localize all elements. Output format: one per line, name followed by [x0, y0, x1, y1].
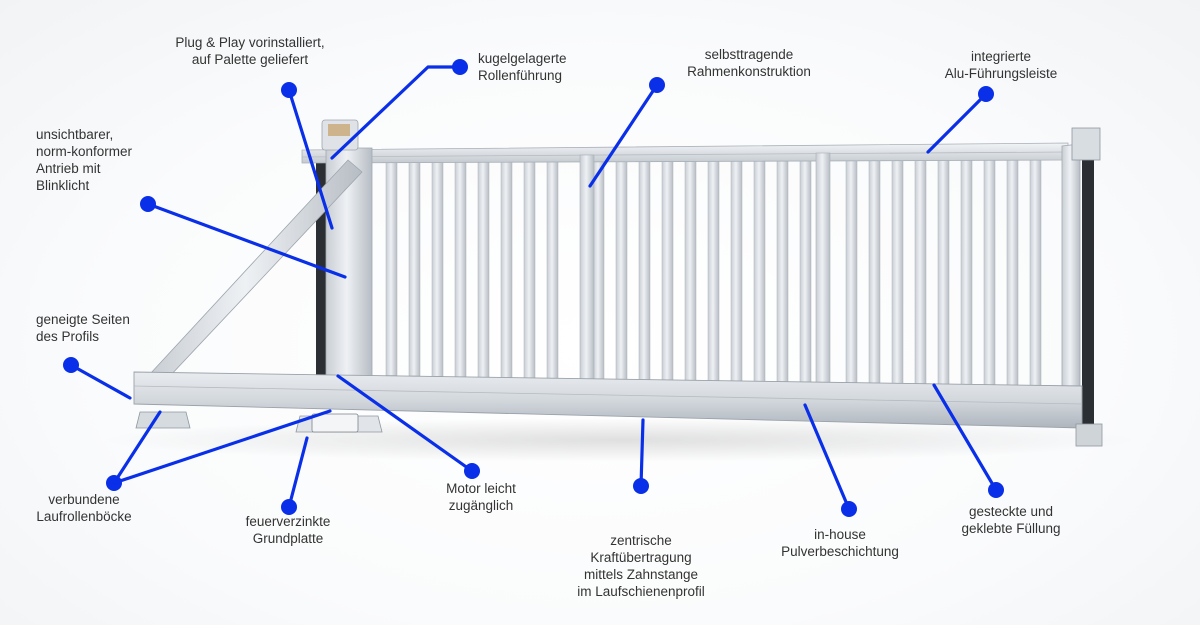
callout-motor: Motor leicht zugänglich	[446, 481, 516, 513]
callout-kugelgelagerte: kugelgelagerte Rollenführung	[478, 51, 567, 83]
leader-verbundene-1-line	[112, 410, 162, 485]
infill-bar	[960, 158, 973, 387]
infill-bar	[477, 160, 490, 378]
infill-bar	[753, 159, 766, 383]
callout-geneigte: geneigte Seiten des Profils	[36, 312, 130, 344]
infill-bar	[546, 160, 559, 379]
frame-right-upright	[1061, 143, 1081, 393]
leader-kugelgelagerte-line	[330, 65, 462, 160]
leader-gesteckte-dot	[988, 482, 1004, 498]
leader-zentrische-line	[639, 418, 645, 488]
motor-unit	[311, 413, 359, 433]
guide-post-head	[1071, 127, 1101, 161]
callout-unsichtbarer: unsichtbarer, norm-konformer Antrieb mit…	[36, 127, 133, 193]
callout-in-house: in-house Pulverbeschichtung	[781, 527, 899, 559]
infill-bar	[937, 158, 950, 386]
leader-unsichtbarer-line	[146, 202, 347, 279]
roller-block-left	[135, 411, 191, 429]
callout-integrierte: integrierte Alu-Führungsleiste	[944, 49, 1058, 81]
leader-kugelgelagerte-dot	[452, 59, 468, 75]
infill-bar	[983, 158, 996, 387]
infill-bar	[707, 159, 720, 382]
leader-in-house-line	[803, 403, 851, 511]
leader-selbsttragende-dot	[649, 77, 665, 93]
callout-plug-play: Plug & Play vorinstalliert, auf Palette …	[175, 35, 325, 67]
infill-bar	[799, 159, 812, 384]
leader-zentrische-dot	[633, 478, 649, 494]
callout-leaders	[63, 59, 1004, 517]
infill-bar	[661, 159, 674, 381]
infill-bar	[615, 160, 628, 380]
frame-mid-upright-2	[815, 152, 831, 387]
infill-bar	[638, 159, 651, 381]
infill-bar	[431, 161, 444, 377]
leader-geneigte-dot	[63, 357, 79, 373]
leader-motor-line	[336, 374, 474, 473]
leader-plug-play-dot	[281, 82, 297, 98]
infill-bar	[1029, 157, 1042, 388]
infill-bar	[730, 159, 743, 383]
leader-in-house-dot	[841, 501, 857, 517]
callout-feuerverzinkte: feuerverzinkte Grundplatte	[245, 514, 331, 546]
infill-bar	[845, 158, 858, 385]
leader-verbundene-2-line	[112, 409, 332, 485]
leader-integrierte-line	[926, 92, 988, 154]
infill-bar	[523, 160, 536, 379]
callout-zentrische: zentrische Kraftübertragung mittels Zahn…	[577, 533, 705, 599]
infill-bar	[1006, 158, 1019, 388]
infill-bar	[385, 161, 398, 376]
leader-motor-dot	[464, 463, 480, 479]
infill-bar	[454, 160, 467, 378]
infill-bar	[684, 159, 697, 382]
infill-bar	[776, 159, 789, 383]
leader-integrierte-dot	[978, 86, 994, 102]
leader-gesteckte-line	[932, 383, 998, 492]
leader-unsichtbarer-dot	[140, 196, 156, 212]
infill-bar	[500, 160, 513, 378]
callout-selbsttragende: selbsttragende Rahmenkonstruktion	[687, 47, 811, 79]
frame-mid-upright-1	[579, 154, 595, 384]
infill-bar	[408, 161, 421, 377]
leader-geneigte-line	[69, 363, 132, 400]
infill-bar	[914, 158, 927, 386]
leader-selbsttragende-line	[588, 83, 659, 188]
right-post	[1082, 150, 1094, 440]
callout-verbundene: verbundene Laufrollenböcke	[36, 492, 132, 524]
leader-feuerverzinkte-line	[287, 436, 309, 509]
leader-feuerverzinkte-dot	[281, 499, 297, 515]
callout-gesteckte: gesteckte und geklebte Füllung	[961, 504, 1061, 536]
infill-bar	[592, 160, 605, 380]
infill-bar	[891, 158, 904, 386]
infill-bars	[385, 157, 1042, 388]
infill-bar	[868, 158, 881, 385]
leader-plug-play-line	[287, 88, 334, 230]
